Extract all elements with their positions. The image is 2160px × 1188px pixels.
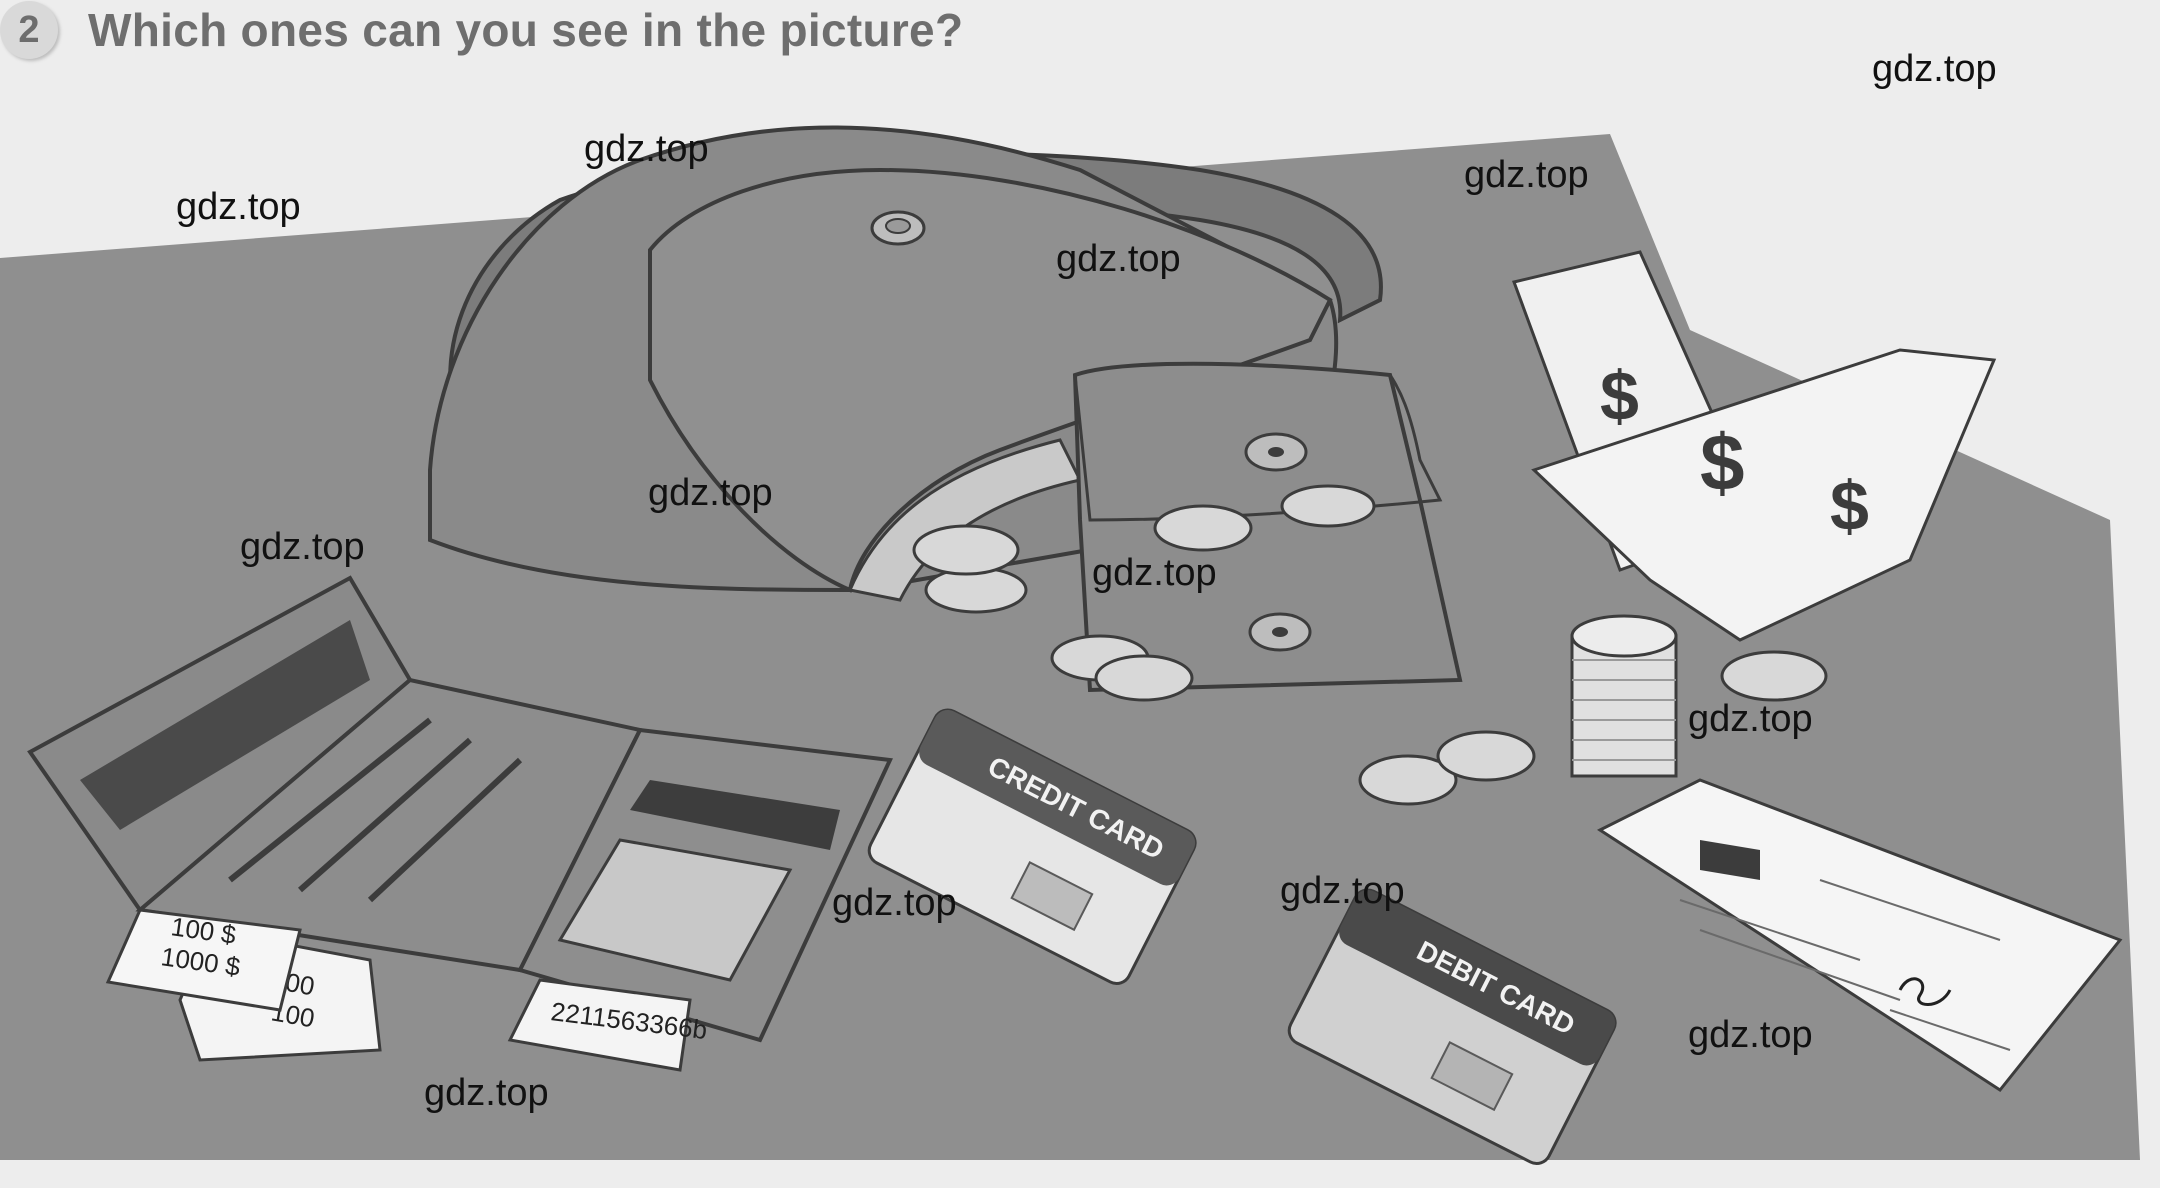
coin bbox=[1436, 730, 1536, 782]
coin bbox=[912, 524, 1020, 576]
wallet-card-slot bbox=[80, 620, 370, 830]
cheque-lines bbox=[1679, 879, 2011, 1051]
dollar-sign-icon: $ bbox=[1830, 467, 1869, 545]
cheque-account-block bbox=[1700, 840, 1760, 880]
coin bbox=[1153, 504, 1253, 552]
debit-card: DEBIT CARD bbox=[1287, 888, 1617, 1165]
coin-stack-top bbox=[1570, 614, 1678, 658]
cheque-signature bbox=[1898, 977, 1952, 1006]
coin-stack-ridges bbox=[1572, 659, 1676, 761]
watermark: gdz.top bbox=[1056, 238, 1181, 280]
banknote bbox=[1531, 348, 1997, 642]
purse-snap-center-top bbox=[1268, 447, 1284, 457]
watermark: gdz.top bbox=[648, 472, 773, 514]
watermark: gdz.top bbox=[1280, 870, 1405, 912]
receipt bbox=[105, 908, 302, 1012]
coins bbox=[912, 484, 1828, 806]
coin bbox=[1094, 654, 1194, 702]
watermark: gdz.top bbox=[1092, 552, 1217, 594]
watermark: gdz.top bbox=[584, 128, 709, 170]
watermark: gdz.top bbox=[1688, 698, 1813, 740]
watermark: gdz.top bbox=[1464, 154, 1589, 196]
card-chip bbox=[1430, 1041, 1514, 1112]
bag-snap-center bbox=[885, 218, 911, 234]
watermark: gdz.top bbox=[240, 526, 365, 568]
purse-snap-center-bottom bbox=[1272, 627, 1288, 637]
exercise-number-badge: 2 bbox=[0, 1, 58, 59]
exercise-heading: 2 Which ones can you see in the picture? bbox=[0, 0, 963, 60]
watermark: gdz.top bbox=[832, 882, 957, 924]
coin-purse bbox=[1072, 361, 1463, 693]
watermark: gdz.top bbox=[424, 1072, 549, 1114]
wallet-id-window bbox=[557, 838, 793, 982]
wallet-card-in-slot bbox=[630, 780, 840, 850]
ticket bbox=[507, 978, 692, 1072]
dollar-sign-icon: $ bbox=[1600, 357, 1639, 435]
exercise-question: Which ones can you see in the picture? bbox=[88, 4, 964, 56]
watermark: gdz.top bbox=[1688, 1014, 1813, 1056]
wallet-slots bbox=[228, 717, 523, 903]
cheque bbox=[1596, 778, 2123, 1092]
dollar-sign-icon: $ bbox=[1700, 418, 1745, 507]
watermark: gdz.top bbox=[176, 186, 301, 228]
watermark: gdz.top bbox=[1872, 48, 1997, 90]
receipts: 100 100 100 $ 1000 $ 2211563366b bbox=[105, 908, 709, 1072]
banknotes: $ $ $ bbox=[1512, 250, 1997, 642]
coin bbox=[1720, 650, 1828, 702]
coin bbox=[1358, 754, 1458, 806]
card-chip bbox=[1010, 861, 1094, 932]
coin bbox=[1280, 484, 1376, 528]
